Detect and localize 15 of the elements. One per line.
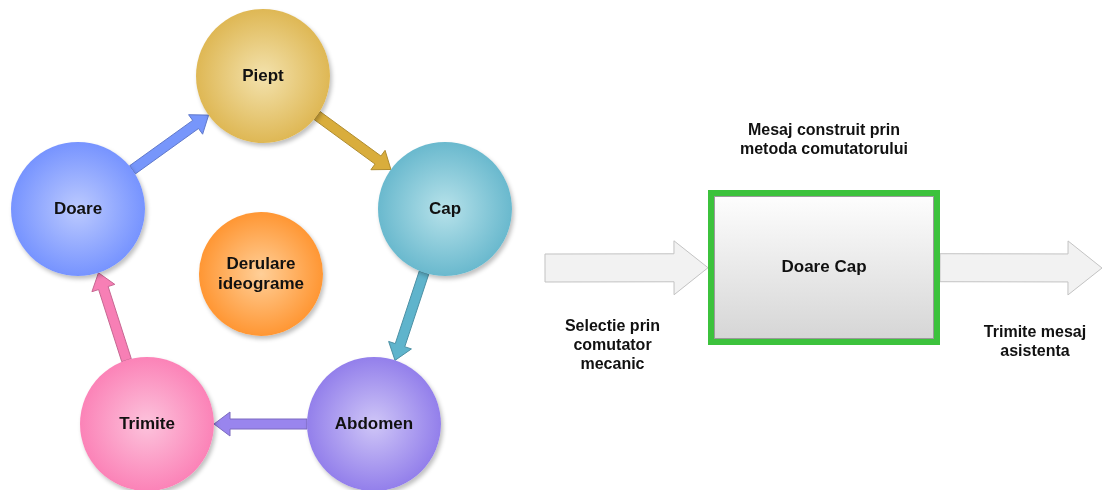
node-label: Abdomen (334, 413, 414, 435)
block-arrow (544, 240, 709, 296)
arrow (213, 411, 308, 437)
node-label: Piept (242, 65, 284, 87)
node-label: Cap (428, 198, 462, 220)
node-label: Trimite (119, 413, 175, 435)
arrow (91, 272, 132, 363)
arrow (313, 111, 392, 171)
box-label: Doare Cap (781, 257, 867, 278)
block-arrow (939, 240, 1103, 296)
arrow (388, 270, 430, 361)
arrow (129, 114, 210, 175)
node-label: Doare (53, 198, 103, 220)
node-label: Derulare ideograme (217, 253, 305, 295)
box-heading: Mesaj construit prin metoda comutatorului (739, 120, 909, 159)
